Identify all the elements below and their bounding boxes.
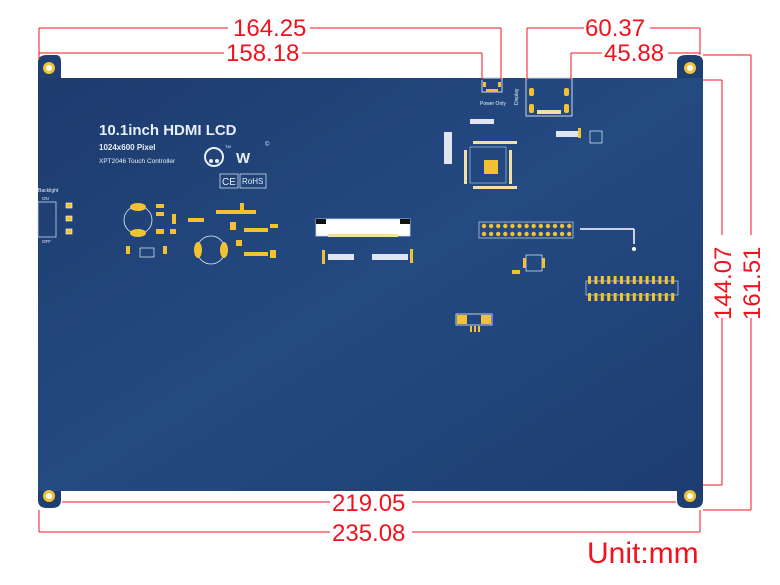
header-pin [607, 293, 611, 301]
copyright-mark: © [265, 141, 270, 148]
header-pin [658, 276, 662, 284]
gpio-pin [503, 231, 508, 237]
raspberry-logo [204, 147, 224, 167]
header-pin [671, 276, 675, 284]
gpio-pin [545, 231, 551, 237]
header-pin [607, 276, 611, 284]
gpio-pin [567, 231, 572, 237]
dim-top-outer: 164.25 [233, 15, 306, 42]
inductor-1 [123, 203, 153, 237]
gpio-pin [545, 223, 551, 229]
waveshare-logo: W [236, 150, 251, 167]
gpio-pin [524, 231, 529, 237]
header-pin [671, 293, 675, 301]
header-pin [639, 293, 643, 301]
dim-right-outer: 161.51 [739, 247, 766, 320]
display-label: Display [514, 88, 520, 105]
header-pin [620, 276, 623, 284]
header-pin [626, 276, 630, 284]
rohs-mark: RoHS [242, 177, 263, 186]
gpio-pin [552, 223, 558, 229]
header-pin [639, 276, 643, 284]
power-label: Power Only [480, 101, 506, 107]
gpio-pin [488, 223, 494, 229]
gpio-pin [538, 231, 543, 237]
header-pin [645, 293, 649, 301]
header-pin [588, 293, 591, 301]
board-title: 10.1inch HDMI LCD [99, 122, 237, 139]
header-pin [626, 293, 630, 301]
dim-top-inner: 158.18 [226, 40, 299, 67]
header-pin [594, 276, 598, 284]
slide-switch [455, 313, 493, 332]
header-pin [613, 293, 617, 301]
gpio-pin [510, 223, 515, 229]
board-controller: XPT2046 Touch Controller [99, 158, 176, 165]
unit-label: Unit:mm [587, 537, 699, 570]
header-pin [620, 293, 623, 301]
header-pin [664, 293, 668, 301]
gpio-pin [559, 231, 565, 237]
dim-top-right-inner: 45.88 [604, 40, 664, 67]
touch-header [585, 276, 679, 301]
gpio-pin [496, 231, 501, 237]
header-pin [588, 276, 591, 284]
trademark-mark: TM [225, 144, 231, 149]
gpio-pin [567, 223, 572, 229]
dim-top-right-outer: 60.37 [585, 15, 645, 42]
header-pin [600, 293, 604, 301]
main-ic [444, 119, 517, 189]
gpio-pin [531, 223, 536, 229]
dim-bottom-inner: 219.05 [332, 490, 405, 517]
header-pin [632, 276, 636, 284]
board-resolution: 1024x600 Pixel [99, 143, 156, 152]
gpio-pin [503, 223, 508, 229]
backlight-on-label: ON [42, 196, 49, 201]
header-pin [658, 293, 662, 301]
fpc-connector [315, 218, 411, 237]
header-pin [652, 276, 655, 284]
smd-components [126, 203, 278, 258]
gpio-pin [510, 231, 515, 237]
inductor-2 [194, 235, 228, 265]
pcb-board: Power Only Display 10.1inch HDMI LCD 102… [37, 55, 703, 508]
dim-right-inner: 144.07 [710, 247, 737, 320]
power-connector [481, 77, 503, 93]
gpio-pin [524, 223, 529, 229]
header-pin [613, 276, 617, 284]
header-pin [594, 293, 598, 301]
gpio-pin [531, 231, 536, 237]
hdmi-connector [525, 77, 573, 117]
header-pin [600, 276, 604, 284]
gpio-pin [552, 231, 558, 237]
header-pin [632, 293, 636, 301]
gpio-pin [517, 231, 522, 237]
gpio-pin [481, 223, 487, 229]
backlight-switch [37, 201, 57, 238]
gpio-pin [559, 223, 565, 229]
header-pin [664, 276, 668, 284]
gpio-pin [488, 231, 494, 237]
ce-mark: CE [222, 177, 236, 188]
backlight-label: Backlight [38, 188, 59, 194]
gpio-pin [481, 231, 487, 237]
gpio-pin [538, 223, 543, 229]
dim-bottom-outer: 235.08 [332, 520, 405, 547]
header-pin [645, 276, 649, 284]
dimension-lines [38, 27, 752, 533]
header-pin [652, 293, 655, 301]
backlight-off-label: OFF [42, 239, 51, 244]
gpio-header [478, 221, 574, 239]
gpio-pin [496, 223, 501, 229]
gpio-pin [517, 223, 522, 229]
